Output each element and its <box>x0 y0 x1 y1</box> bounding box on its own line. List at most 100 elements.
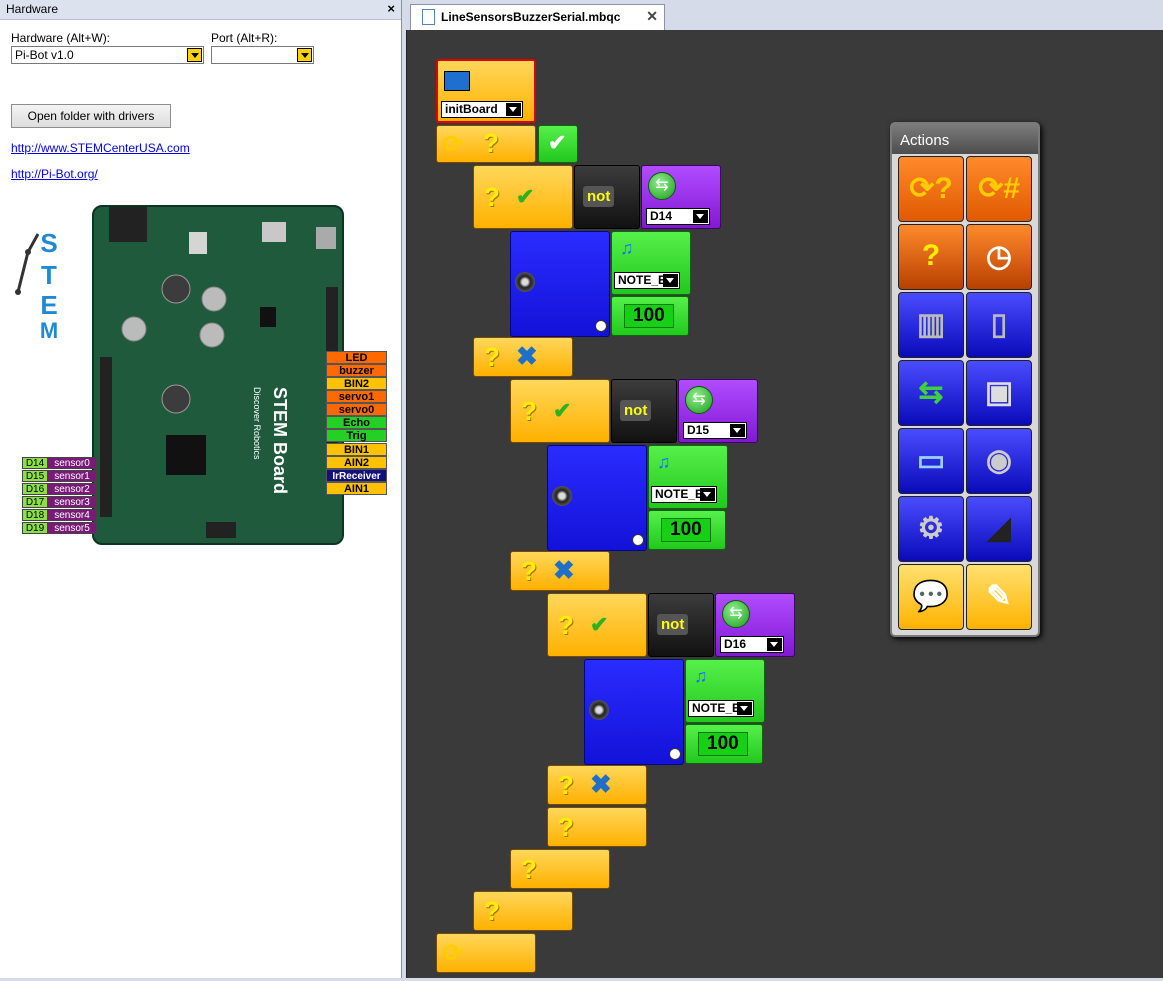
if-block[interactable]: ? ✔ <box>473 165 573 229</box>
chevron-down-icon[interactable] <box>700 488 715 501</box>
tone-block[interactable] <box>510 231 610 337</box>
svg-text:M: M <box>40 318 58 342</box>
pin-value: D16 <box>724 637 747 651</box>
tab-document[interactable]: LineSensorsBuzzerSerial.mbqc ✕ <box>410 4 665 30</box>
open-drivers-folder-button[interactable]: Open folder with drivers <box>11 104 171 128</box>
note-block[interactable]: ♫ NOTE_E <box>648 445 728 509</box>
sensor-name: sensor0 <box>47 457 97 469</box>
svg-text:S: S <box>40 228 57 258</box>
close-icon[interactable]: × <box>387 1 395 16</box>
digital-read-block[interactable]: ⇆ D14 <box>641 165 721 229</box>
else-block[interactable]: ? ✖ <box>473 337 573 377</box>
delay-action[interactable]: ◷ <box>966 224 1032 290</box>
chevron-down-icon[interactable] <box>737 702 752 715</box>
not-block[interactable]: not <box>648 593 714 657</box>
duration-value[interactable]: 100 <box>698 732 748 756</box>
while-loop-action[interactable]: ⟳? <box>898 156 964 222</box>
true-block[interactable]: ✔ <box>538 125 578 163</box>
note-block[interactable]: ♫ NOTE_E <box>611 231 691 295</box>
variable-init-action[interactable]: ▥ <box>898 292 964 358</box>
hardware-select[interactable]: Pi-Bot v1.0 <box>11 46 204 64</box>
not-label: not <box>620 400 652 421</box>
end-if-block[interactable]: ? <box>510 849 610 889</box>
document-tabstrip: LineSensorsBuzzerSerial.mbqc ✕ <box>406 0 1163 30</box>
close-icon[interactable]: ✕ <box>646 8 658 24</box>
end-loop-block[interactable]: ⟳ <box>436 933 536 973</box>
port-select[interactable] <box>211 46 314 64</box>
for-loop-action[interactable]: ⟳# <box>966 156 1032 222</box>
block-canvas[interactable]: initBoard ⟳ ? ✔ ? ✔ not ⇆ D14 ♫ NOTE_E <box>406 30 1163 978</box>
else-block[interactable]: ? ✖ <box>510 551 610 591</box>
variable-action[interactable]: ▯ <box>966 292 1032 358</box>
not-block[interactable]: not <box>611 379 677 443</box>
tone-block[interactable] <box>584 659 684 765</box>
note-value: NOTE_E <box>618 273 667 287</box>
clock-icon <box>669 748 681 760</box>
hardware-label: Hardware (Alt+W): <box>11 31 111 45</box>
chevron-down-icon[interactable] <box>506 103 521 116</box>
digital-read-action[interactable]: ⇆ <box>898 360 964 426</box>
analog-read-action[interactable]: ▣ <box>966 360 1032 426</box>
stem-center-link[interactable]: http://www.STEMCenterUSA.com <box>11 141 190 155</box>
question-icon: ? <box>484 342 500 372</box>
pin-label: LED <box>326 351 387 364</box>
note-select[interactable]: NOTE_E <box>688 700 754 717</box>
chevron-down-icon[interactable] <box>663 274 678 287</box>
question-icon: ? <box>558 610 574 640</box>
question-icon: ? <box>484 896 500 926</box>
sensor-pin: D16 <box>22 483 48 495</box>
servo-action[interactable]: ◢ <box>966 496 1032 562</box>
tone-action[interactable]: ◉ <box>966 428 1032 494</box>
bucket-icon: ▯ <box>990 308 1008 341</box>
pin-select[interactable]: D14 <box>646 208 710 225</box>
chevron-down-icon[interactable] <box>297 48 312 62</box>
code-action[interactable]: ✎ <box>966 564 1032 630</box>
init-board-select[interactable]: initBoard <box>441 101 523 118</box>
init-board-block[interactable]: initBoard <box>436 59 536 123</box>
duration-block[interactable]: 100 <box>648 510 726 550</box>
duration-value[interactable]: 100 <box>624 304 674 328</box>
chevron-down-icon[interactable] <box>767 638 782 651</box>
duration-block[interactable]: 100 <box>611 296 689 336</box>
chevron-down-icon[interactable] <box>693 210 708 223</box>
pi-bot-link[interactable]: http://Pi-Bot.org/ <box>11 167 98 181</box>
music-note-icon: ♫ <box>694 666 708 686</box>
pin-select[interactable]: D15 <box>683 422 747 439</box>
sensor-pin: D19 <box>22 522 48 534</box>
question-icon: ? <box>521 854 537 884</box>
sensor-pin: D15 <box>22 470 48 482</box>
sensor-pin: D14 <box>22 457 48 469</box>
sensor-pin: D18 <box>22 509 48 521</box>
chevron-down-icon[interactable] <box>730 424 745 437</box>
end-if-block[interactable]: ? <box>547 807 647 847</box>
duration-value[interactable]: 100 <box>661 518 711 542</box>
note-select[interactable]: NOTE_E <box>651 486 717 503</box>
pin-label: AIN2 <box>326 456 387 469</box>
if-action[interactable]: ? <box>898 224 964 290</box>
digital-read-icon: ⇆ <box>685 386 713 414</box>
serial-action[interactable]: ▭ <box>898 428 964 494</box>
not-block[interactable]: not <box>574 165 640 229</box>
while-loop-block[interactable]: ⟳ ? <box>436 125 536 163</box>
question-icon: ? <box>921 239 941 272</box>
cross-icon: ✖ <box>516 341 538 371</box>
end-if-block[interactable]: ? <box>473 891 573 931</box>
pin-value: D14 <box>650 209 673 223</box>
if-block[interactable]: ? ✔ <box>547 593 647 657</box>
motor-action[interactable]: ⚙ <box>898 496 964 562</box>
note-block[interactable]: ♫ NOTE_E <box>685 659 765 723</box>
chevron-down-icon[interactable] <box>187 48 202 62</box>
else-block[interactable]: ? ✖ <box>547 765 647 805</box>
pin-select[interactable]: D16 <box>720 636 784 653</box>
tone-block[interactable] <box>547 445 647 551</box>
duration-block[interactable]: 100 <box>685 724 763 764</box>
if-block[interactable]: ? ✔ <box>510 379 610 443</box>
digital-read-block[interactable]: ⇆ D16 <box>715 593 795 657</box>
gears-icon: ⚙ <box>917 512 945 545</box>
note-select[interactable]: NOTE_E <box>614 272 680 289</box>
bucket-add-icon: ▥ <box>916 308 946 341</box>
speaker-icon <box>515 272 535 292</box>
comment-action[interactable]: 💬 <box>898 564 964 630</box>
digital-read-block[interactable]: ⇆ D15 <box>678 379 758 443</box>
music-note-icon: ♫ <box>657 452 671 472</box>
